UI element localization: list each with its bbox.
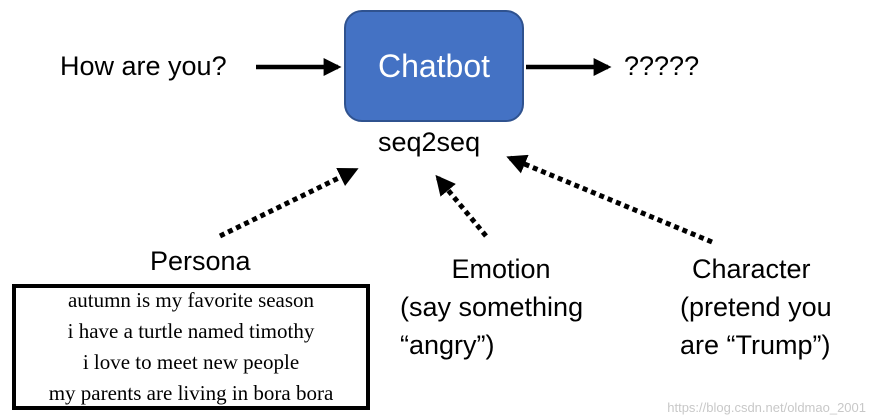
character-detail-line: are “Trump”): [680, 330, 831, 360]
emotion-label: Emotion (say something “angry”): [400, 250, 602, 364]
output-text: ?????: [624, 51, 700, 81]
persona-line: my parents are living in bora bora: [48, 381, 334, 405]
persona-arrow: [218, 167, 359, 239]
persona-line: autumn is my favorite season: [67, 288, 315, 312]
emotion-detail-line: “angry”): [400, 330, 495, 360]
character-detail-line: (pretend you: [680, 292, 832, 322]
persona-line: i love to meet new people: [82, 350, 300, 374]
character-label: Character (pretend you are “Trump”): [680, 250, 832, 364]
persona-label: Persona: [150, 246, 251, 276]
chatbot-label: Chatbot: [377, 47, 491, 84]
watermark: https://blog.csdn.net/oldmao_2001: [667, 400, 866, 415]
emotion-detail-line: (say something: [400, 292, 584, 322]
input-text: How are you?: [60, 51, 227, 81]
chatbot-box: Chatbot: [344, 10, 524, 122]
chatbot-sublabel: seq2seq: [378, 127, 481, 157]
persona-line: i have a turtle named timothy: [67, 319, 315, 343]
persona-profile-box: autumn is my favorite season i have a tu…: [12, 284, 370, 410]
emotion-arrow: [435, 174, 488, 238]
character-arrow: [506, 154, 713, 245]
character-title: Character: [692, 254, 811, 284]
emotion-title: Emotion: [451, 254, 551, 284]
